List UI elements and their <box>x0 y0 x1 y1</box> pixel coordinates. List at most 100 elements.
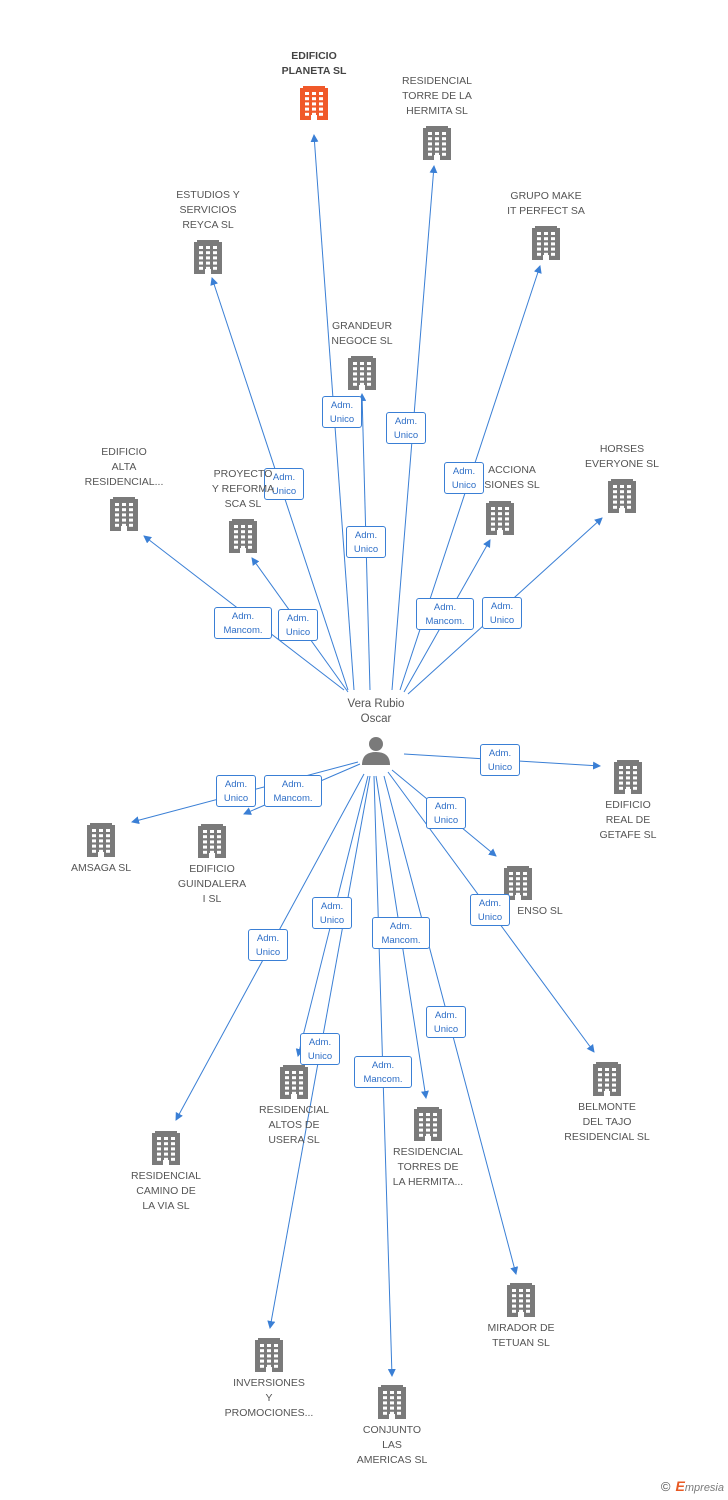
edge-label-belmonte[interactable]: Adm.Unico <box>470 894 510 926</box>
company-label-amsaga[interactable]: AMSAGA SL <box>71 861 131 876</box>
edge-label-camino_via[interactable]: Adm.Unico <box>248 929 288 961</box>
edge-label-line: Adm. <box>224 779 248 790</box>
edge-label-line: Adm. <box>272 472 296 483</box>
edge-label-mirador[interactable]: Adm.Unico <box>426 1006 466 1038</box>
company-label-line: PROMOCIONES... <box>224 1407 314 1419</box>
edge-label-horses[interactable]: Adm. Unico <box>482 597 522 629</box>
building-icon[interactable] <box>614 760 642 794</box>
edge-label-edificio_getafe[interactable]: Adm.Unico <box>480 744 520 776</box>
building-icon[interactable] <box>593 1062 621 1096</box>
edge-label-enso[interactable]: Adm.Unico <box>426 797 466 829</box>
building-icon[interactable] <box>300 86 328 120</box>
building-icon[interactable] <box>532 226 560 260</box>
edge-label-proyectos[interactable]: Adm.Unico <box>278 609 318 641</box>
edge-label-line: Unico <box>487 762 513 773</box>
building-icon[interactable] <box>198 824 226 858</box>
building-icon[interactable] <box>378 1385 406 1419</box>
edge-label-line: Adm. <box>286 613 310 624</box>
edge-label-estudios_reyca[interactable]: Adm. Unico <box>264 468 304 500</box>
edge-label-altos_usera[interactable]: Adm. Unico <box>312 897 352 929</box>
building-icon[interactable] <box>486 501 514 535</box>
company-label-line: ACCIONA <box>488 464 536 476</box>
edge-label-grupo_make[interactable]: Adm.Unico <box>444 462 484 494</box>
company-label-line: ENSO SL <box>517 905 563 917</box>
edge-label-line: Adm. <box>394 416 418 427</box>
company-label-line: REAL DE <box>605 814 651 826</box>
building-icon[interactable] <box>414 1107 442 1141</box>
person-name-line: Oscar <box>360 713 392 725</box>
company-label-line: RESIDENCIAL... <box>84 476 164 488</box>
company-label-line: SIONES SL <box>484 479 540 491</box>
edge-label-line: Adm. <box>478 898 502 909</box>
person-name-line: Vera Rubio <box>347 698 405 710</box>
edge-label-line: Unico <box>393 430 419 441</box>
company-label-line: IT PERFECT SA <box>507 205 585 217</box>
company-label-line: TORRE DE LA <box>402 90 472 102</box>
building-icon[interactable] <box>423 126 451 160</box>
edge-label-line: Unico <box>255 947 281 958</box>
building-icon[interactable] <box>110 497 138 531</box>
building-icon[interactable] <box>229 519 257 553</box>
company-label-line: EVERYONE SL <box>585 458 659 470</box>
building-icon[interactable] <box>608 479 636 513</box>
company-label-line: SCA SL <box>224 498 262 510</box>
edge-label-line: Adm. <box>320 901 344 912</box>
building-icon[interactable] <box>348 356 376 390</box>
company-label-line: Y REFORMA <box>211 483 275 495</box>
edge-label-amsaga[interactable]: Adm.Unico <box>216 775 256 807</box>
edge-label-line: Mancom. <box>223 625 263 636</box>
building-icon[interactable] <box>507 1283 535 1317</box>
edge-label-guindalera[interactable]: Adm.Mancom. <box>264 775 322 807</box>
edge-label-line: Adm. <box>490 601 514 612</box>
person-icon[interactable] <box>362 737 390 765</box>
edge-label-torres_hermita[interactable]: Adm.Mancom. <box>372 917 430 949</box>
edge-label-edificio_alta[interactable]: Adm.Mancom. <box>214 607 272 639</box>
edge-label-line: Mancom. <box>425 616 465 627</box>
company-label-line: DEL TAJO <box>582 1116 632 1128</box>
company-label-line: EDIFICIO <box>101 446 147 458</box>
company-label-line: EDIFICIO <box>605 799 651 811</box>
edge-label-line: Unico <box>319 915 345 926</box>
edge-label-line: Unico <box>307 1051 333 1062</box>
edge-label-line: Adm. <box>371 1060 395 1071</box>
company-label-acciona[interactable]: ACCIONA SIONES SL <box>484 463 539 493</box>
edge-label-inversiones[interactable]: Adm.Unico <box>300 1033 340 1065</box>
edge-label-line: Unico <box>271 486 297 497</box>
company-label-enso[interactable]: ENSO SL <box>517 904 563 919</box>
company-label-line: RESIDENCIAL <box>258 1104 330 1116</box>
company-label-line: EDIFICIO <box>291 50 337 62</box>
company-label-line: TETUAN SL <box>492 1337 550 1349</box>
building-icon[interactable] <box>152 1131 180 1165</box>
building-icon[interactable] <box>87 823 115 857</box>
edge-label-conjunto[interactable]: Adm.Mancom. <box>354 1056 412 1088</box>
company-label-line: RESIDENCIAL <box>392 1146 464 1158</box>
edge-label-grandeur[interactable]: Adm.Unico <box>346 526 386 558</box>
building-icon[interactable] <box>194 240 222 274</box>
edge-label-line: Unico <box>329 414 355 425</box>
building-icon[interactable] <box>255 1338 283 1372</box>
edge-label-edificio_planeta[interactable]: Adm.Unico <box>322 396 362 428</box>
edge-label-acciona[interactable]: Adm.Mancom. <box>416 598 474 630</box>
edge-label-line: Unico <box>489 615 515 626</box>
company-label-line: ALTOS DE <box>268 1119 320 1131</box>
building-icon[interactable] <box>280 1065 308 1099</box>
edge-label-residencial_torre_hermita[interactable]: Adm. Unico <box>386 412 426 444</box>
